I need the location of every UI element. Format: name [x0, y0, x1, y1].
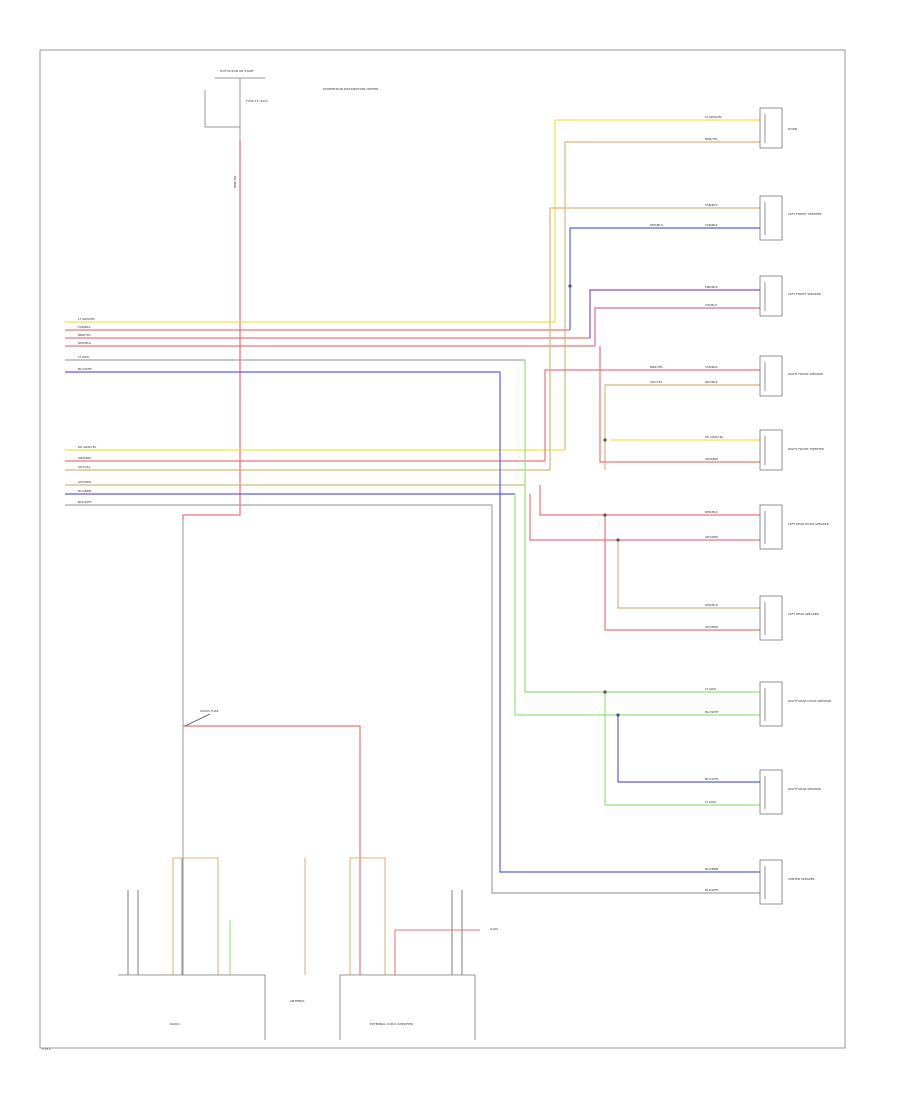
- wire-labels-right: LT GRN/YEL BRN/YEL TAN/BLK RED/BLK TAN/B…: [650, 115, 724, 892]
- fuse-header: HOT IN RUN OR START FUSE 15 (10A) POWERT…: [204, 69, 378, 140]
- connector-9: [759, 769, 783, 815]
- connector-2: [759, 195, 783, 241]
- feed-wire: [182, 140, 241, 520]
- feed-wire-label: RED/YEL: [233, 175, 237, 188]
- component-5: RIGHT FRONT TWEETER: [788, 447, 824, 451]
- lower-wire-5: BLU/BRN: [78, 489, 91, 493]
- component-connectors: [759, 107, 783, 905]
- component-10: CENTER SPEAKER: [788, 877, 815, 881]
- wire-label-16: RED/BLK: [705, 603, 719, 607]
- wire-label-21: LT GRN: [705, 800, 716, 804]
- wire-label-1: LT GRN/YEL: [705, 115, 722, 119]
- component-6: LEFT REAR DOOR SPEAKER: [788, 522, 829, 526]
- wire-label-4: RED/BLK: [650, 223, 664, 227]
- wire-label-2: BRN/YEL: [705, 137, 718, 141]
- component-9: RIGHT REAR SPEAKER: [788, 787, 821, 791]
- amp-body: EXTERNAL AUDIO AMPLIFIER G100: [339, 927, 498, 1040]
- connector-7: [759, 595, 783, 641]
- component-3: LEFT FRONT SPEAKER: [788, 292, 821, 296]
- connector-6: [759, 504, 783, 550]
- wire-label-10: GRY/YEL: [650, 380, 663, 384]
- wire-label-7: VIO/BLK: [705, 303, 718, 307]
- antenna-label: ANTENNA: [290, 999, 306, 1003]
- lower-wire-3: GRY/YEL: [78, 465, 91, 469]
- wire-label-14: RED/BLK: [705, 510, 719, 514]
- wire-label-11: GRY/BLK: [705, 380, 719, 384]
- wire-label-15: GRY/RED: [705, 535, 719, 539]
- wire-label-3: TAN/BLK: [704, 203, 719, 207]
- radio-label: RADIO: [170, 1022, 180, 1026]
- lower-bundle: DK GRN/YEL ORN/BLK GRY/YEL GRY/RED BLU/B…: [65, 445, 565, 506]
- wire-label-5: TAN/BLK: [704, 223, 719, 227]
- amp-label: EXTERNAL AUDIO AMPLIFIER: [370, 1022, 413, 1026]
- lower-wire-4: GRY/RED: [78, 480, 92, 484]
- component-7: LEFT REAR SPEAKER: [788, 612, 819, 616]
- riser-wires: [491, 119, 760, 894]
- wire-label-18: LT GRN: [705, 687, 716, 691]
- upper-wire-5: LT GRN: [78, 355, 89, 359]
- component-labels: HORN LEFT FRONT TWEETER LEFT FRONT SPEAK…: [788, 127, 831, 881]
- ground-label: G100: [490, 927, 498, 931]
- component-2: LEFT FRONT TWEETER: [788, 212, 822, 216]
- page-number: 2 of 2: [42, 1047, 51, 1051]
- radio-stubs: [127, 857, 480, 975]
- wire-label-23: BLK/WHT: [705, 888, 719, 892]
- component-8: RIGHT REAR DOOR SPEAKER: [788, 699, 831, 703]
- upper-wire-4: RED/BLK: [78, 341, 92, 345]
- fuse-desc: POWERTRAIN DISTRIBUTION CENTER: [323, 87, 378, 91]
- wire-label-22: BLU/BRN: [705, 867, 718, 871]
- wire-label-12: DK GRN/YEL: [705, 435, 724, 439]
- header-box-label: HOT IN RUN OR START: [220, 69, 254, 73]
- connector-3: [759, 275, 783, 317]
- upper-wire-2: TAN/BLK: [77, 325, 92, 329]
- connector-10: [759, 859, 783, 905]
- connector-5: [759, 429, 783, 471]
- audio-fuse-label: AUDIO FUSE: [200, 709, 219, 713]
- connector-1: [759, 107, 783, 149]
- fuse-label: FUSE 15 (10A): [246, 99, 268, 103]
- component-4: RIGHT FRONT SPEAKER: [788, 372, 823, 376]
- component-1: HORN: [788, 127, 797, 131]
- wire-label-13: ORN/BLK: [705, 457, 719, 461]
- connector-4: [759, 355, 783, 397]
- wire-label-9: TAN/BLK: [704, 365, 719, 369]
- lower-wire-2: ORN/BLK: [78, 456, 92, 460]
- upper-wire-6: BLU/WHT: [78, 367, 92, 371]
- radio-body: RADIO ANTENNA: [118, 974, 306, 1040]
- diagram-frame: [39, 49, 846, 1049]
- wire-label-6: PNK/BLK: [705, 285, 719, 289]
- lower-wire-6: BLK/WHT: [78, 500, 92, 504]
- splice-dots: [568, 284, 620, 717]
- wire-label-8: BRN/YEL: [650, 365, 663, 369]
- lower-feed: AUDIO FUSE: [182, 520, 361, 975]
- wire-label-17: GRY/RED: [705, 625, 719, 629]
- lower-wire-1: DK GRN/YEL: [78, 445, 97, 449]
- upper-bundle: LT GRN/YEL TAN/BLK BRN/YEL RED/BLK LT GR…: [65, 317, 595, 373]
- wire-label-20: BLU/WHT: [705, 777, 719, 781]
- connector-8: [759, 681, 783, 727]
- wire-label-19: BLU/WHT: [705, 710, 719, 714]
- upper-wire-1: LT GRN/YEL: [78, 317, 95, 321]
- upper-wire-3: BRN/YEL: [78, 333, 91, 337]
